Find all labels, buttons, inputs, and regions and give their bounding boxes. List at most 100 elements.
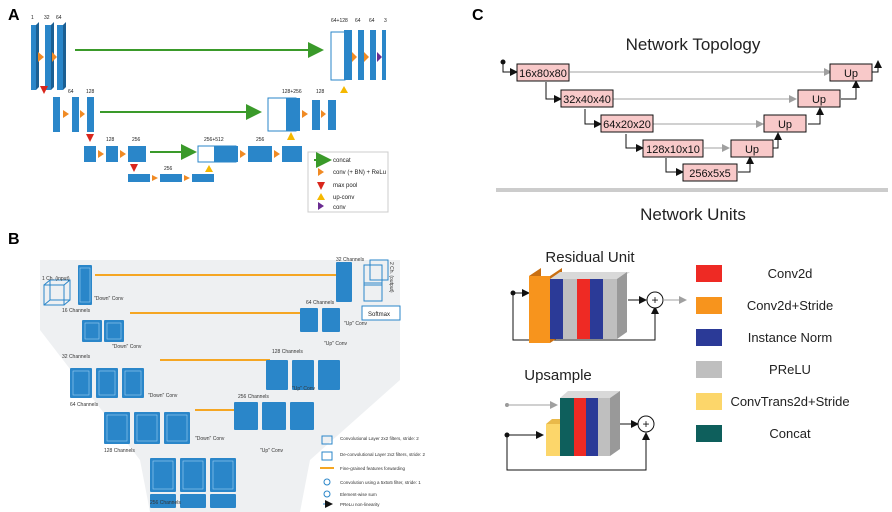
a-maxpool-1 bbox=[40, 86, 48, 94]
a-level4-blocks bbox=[128, 165, 214, 182]
a-conv-arrows-l3 bbox=[98, 150, 126, 158]
a-level1-right bbox=[330, 30, 386, 81]
svg-text:concat: concat bbox=[333, 158, 351, 164]
a-level2-blocks bbox=[53, 97, 94, 132]
panel-b-letter: B bbox=[8, 231, 20, 248]
svg-text:Instance Norm: Instance Norm bbox=[748, 330, 833, 345]
a-bottom-label: 256 bbox=[164, 166, 173, 172]
svg-text:Up: Up bbox=[844, 68, 858, 80]
svg-text:64 Channels: 64 Channels bbox=[70, 402, 99, 408]
b-input-label: 1 Ch. (input) bbox=[42, 276, 70, 282]
svg-text:"Up" Conv: "Up" Conv bbox=[344, 321, 368, 327]
a-level3-labels: 128 256 bbox=[106, 137, 141, 143]
svg-text:32: 32 bbox=[44, 15, 50, 21]
b-input-cube bbox=[43, 279, 71, 306]
a-conv-arrows-l2 bbox=[63, 110, 85, 118]
svg-text:128+256: 128+256 bbox=[282, 89, 302, 95]
svg-text:64 Channels: 64 Channels bbox=[306, 300, 335, 306]
svg-text:32 Channels: 32 Channels bbox=[336, 257, 365, 263]
sum-circle-icon bbox=[323, 490, 331, 498]
svg-text:Concat: Concat bbox=[769, 426, 811, 441]
svg-text:Convolutional Layer 2x2 filter: Convolutional Layer 2x2 filters, stride:… bbox=[340, 436, 419, 441]
legend-conv-icon bbox=[318, 168, 324, 176]
svg-text:64: 64 bbox=[68, 89, 74, 95]
svg-text:256 Channels: 256 Channels bbox=[150, 500, 181, 506]
residual-unit-diagram: + bbox=[510, 268, 687, 343]
svg-text:conv: conv bbox=[333, 205, 346, 211]
svg-text:64: 64 bbox=[355, 18, 361, 24]
svg-text:128 Channels: 128 Channels bbox=[104, 448, 135, 454]
a-level3-right bbox=[197, 132, 302, 163]
svg-text:Up: Up bbox=[812, 94, 826, 106]
panel-c-letter: C bbox=[472, 7, 484, 24]
svg-text:256x5x5: 256x5x5 bbox=[689, 168, 731, 180]
c-legend: Conv2d Conv2d+Stride Instance Norm PReLU… bbox=[696, 265, 850, 442]
svg-text:"Down" Conv: "Down" Conv bbox=[112, 344, 142, 350]
svg-text:128: 128 bbox=[316, 89, 325, 95]
svg-text:32 Channels: 32 Channels bbox=[62, 354, 91, 360]
legend-upconv-icon bbox=[317, 193, 325, 200]
panel-a-letter: A bbox=[8, 7, 20, 24]
svg-text:Softmax: Softmax bbox=[368, 312, 390, 318]
svg-text:256: 256 bbox=[132, 137, 141, 143]
svg-text:Conv2d: Conv2d bbox=[768, 266, 813, 281]
topology-diagram: 16x80x80 32x40x40 64x20x20 128x10x10 256… bbox=[500, 59, 882, 182]
deconv-layer-icon bbox=[321, 451, 333, 461]
svg-text:up-conv: up-conv bbox=[333, 195, 354, 201]
b-output-cube bbox=[363, 259, 389, 302]
svg-text:Convolution using a 5x5x5 filt: Convolution using a 5x5x5 filter, stride… bbox=[340, 480, 421, 485]
svg-text:Up: Up bbox=[778, 119, 792, 131]
svg-text:PReLU: PReLU bbox=[769, 362, 811, 377]
svg-text:256 Channels: 256 Channels bbox=[238, 394, 269, 400]
legend-conv-purple-icon bbox=[318, 202, 324, 210]
svg-text:"Up" Conv: "Up" Conv bbox=[260, 448, 284, 454]
svg-text:conv (+ BN) + ReLu: conv (+ BN) + ReLu bbox=[333, 170, 386, 176]
a-level1-blocks bbox=[31, 22, 66, 90]
svg-text:64: 64 bbox=[369, 18, 375, 24]
svg-text:"Up" Conv: "Up" Conv bbox=[292, 386, 316, 392]
a-level3-right-labels: 256+512 256 bbox=[204, 137, 265, 143]
b-softmax-box: Softmax bbox=[361, 305, 401, 321]
topology-title: Network Topology bbox=[626, 35, 761, 54]
a-conv-arrows-l1 bbox=[38, 52, 57, 62]
svg-text:"Down" Conv: "Down" Conv bbox=[94, 296, 124, 302]
a-legend: concat conv (+ BN) + ReLu max pool up-co… bbox=[307, 151, 389, 213]
svg-text:PReLu non-linearity: PReLu non-linearity bbox=[340, 502, 380, 507]
svg-text:Conv2d+Stride: Conv2d+Stride bbox=[747, 298, 833, 313]
svg-text:1: 1 bbox=[31, 15, 34, 21]
svg-text:16x80x80: 16x80x80 bbox=[519, 68, 567, 80]
svg-text:256+512: 256+512 bbox=[204, 137, 224, 143]
b-legend: Convolutional Layer 2x2 filters, stride:… bbox=[320, 435, 426, 508]
panel-a: A 1 32 64 64+128 bbox=[8, 7, 389, 213]
conv-layer-icon bbox=[321, 435, 333, 445]
svg-text:3: 3 bbox=[384, 18, 387, 24]
svg-text:Up: Up bbox=[745, 144, 759, 156]
b-left-blocks bbox=[70, 265, 236, 508]
legend-maxpool-icon bbox=[317, 182, 325, 190]
svg-text:ConvTrans2d+Stride: ConvTrans2d+Stride bbox=[730, 394, 849, 409]
legend-swatches bbox=[696, 265, 722, 442]
svg-text:64x20x20: 64x20x20 bbox=[603, 119, 651, 131]
residual-blocks bbox=[529, 268, 630, 343]
svg-text:64: 64 bbox=[56, 15, 62, 21]
svg-text:+: + bbox=[642, 417, 649, 431]
svg-text:128: 128 bbox=[86, 89, 95, 95]
svg-text:128 Channels: 128 Channels bbox=[272, 349, 303, 355]
a-maxpool-2 bbox=[86, 134, 94, 142]
svg-text:"Down" Conv: "Down" Conv bbox=[195, 436, 225, 442]
svg-text:128: 128 bbox=[106, 137, 115, 143]
svg-text:"Up" Conv: "Up" Conv bbox=[324, 341, 348, 347]
panel-c: C Network Topology bbox=[472, 7, 888, 471]
a-level2-labels: 64 128 bbox=[68, 89, 95, 95]
a-level3-blocks bbox=[84, 146, 146, 162]
residual-title: Residual Unit bbox=[545, 249, 635, 266]
b-output-label: 2 Ch. (output) bbox=[388, 262, 394, 293]
svg-text:128x10x10: 128x10x10 bbox=[646, 144, 700, 156]
svg-text:De-convolutional Layer 2x2 fil: De-convolutional Layer 2x2 filters, stri… bbox=[340, 452, 426, 457]
svg-text:max pool: max pool bbox=[333, 183, 357, 189]
a-top-labels: 1 32 64 bbox=[31, 15, 62, 21]
b-forward-lines bbox=[95, 274, 340, 411]
svg-text:16 Channels: 16 Channels bbox=[62, 308, 91, 314]
upsample-diagram: + bbox=[504, 391, 655, 471]
upsample-title: Upsample bbox=[524, 367, 592, 384]
